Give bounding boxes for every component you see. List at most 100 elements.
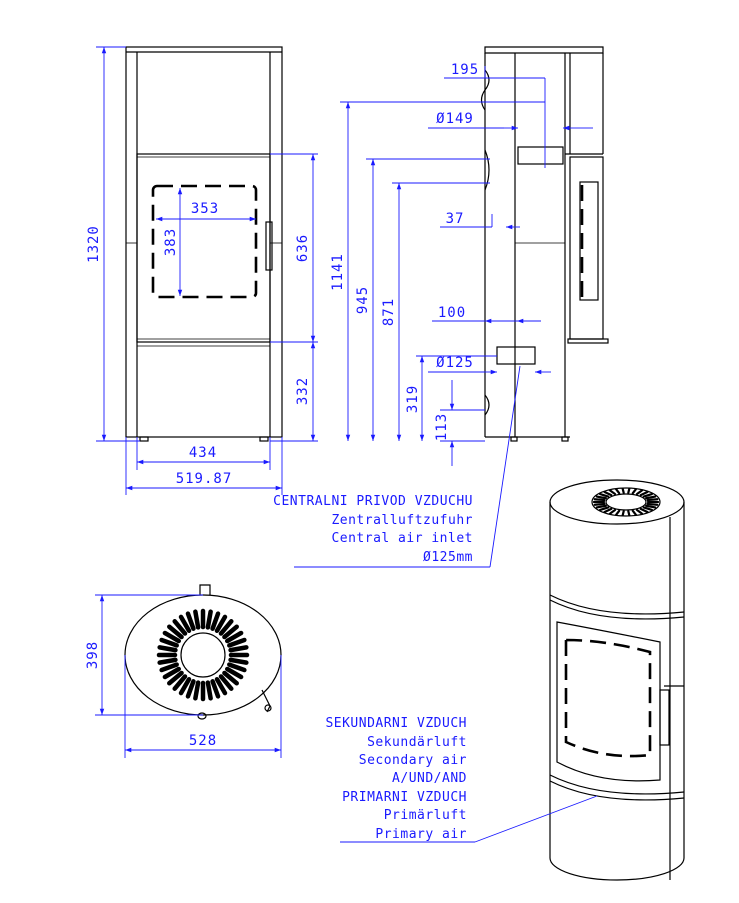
vent-slot [593,502,606,506]
dim-door-height: 636 [295,234,311,262]
air-note-line-7: Primary air [375,827,467,842]
dim-top-depth: 398 [85,641,101,669]
dim-bottom-height: 332 [295,377,311,405]
vent-slot [224,630,244,644]
vent-slot [627,487,631,494]
vent-slot [222,624,239,640]
vent-slot [162,666,182,680]
vent-slot [185,611,196,631]
air-note-line-5: PRIMARNI VZDUCH [342,790,467,805]
dim-window-width: 353 [191,201,219,217]
vent-slot [222,670,239,686]
air-note-line-2: Sekundärluft [367,735,467,750]
vent-slot [593,498,606,502]
air-note-line-6: Primärluft [384,808,467,823]
front-view: 1320 353 383 636 332 434 519.87 [86,46,318,495]
top-vent-slots [592,487,660,517]
perspective-view [549,479,685,881]
vent-slot [178,676,192,696]
air-note-line-4: A/UND/AND [392,771,467,786]
persp-door-handle [659,689,670,746]
dim-outlet-height: 1141 [330,253,346,291]
vent-slot [224,666,244,680]
dim-top-width: 528 [189,733,217,749]
dim-height-total: 1320 [86,225,102,263]
dim-depth-37: 37 [446,211,465,227]
vent-slot [185,679,196,699]
vent-slot [642,493,653,498]
vent-slot [167,670,184,686]
vent-slot [167,624,184,640]
air-supply-note: SEKUNDARNI VZDUCH Sekundärluft Secondary… [325,716,598,843]
vent-slot [595,495,608,500]
vent-slots [156,608,250,702]
air-note-line-1: SEKUNDARNI VZDUCH [325,716,467,731]
vent-slot [227,662,247,673]
dim-window-height: 383 [163,228,179,256]
vent-slot [178,614,192,634]
vent-slot [214,614,228,634]
vent-slot [603,490,613,497]
vent-slot [159,662,179,673]
vent-slot [595,504,608,509]
air-note-line-3: Secondary air [359,753,467,768]
dim-outlet-offset: 195 [451,62,479,78]
vent-slot [615,509,621,516]
dim-outer-width: 519.87 [176,471,233,487]
vent-slot [599,506,610,511]
note-line-1: CENTRALNI PRIVOD VZDUCHU [273,494,473,509]
window-outline [151,184,258,299]
vent-slot [621,487,625,494]
dim-height-871: 871 [381,298,397,326]
vent-slot [205,609,213,630]
vent-slot [631,488,637,495]
vent-slot [646,502,659,506]
vent-slot [603,507,613,514]
vent-slot [608,508,617,515]
vent-slot [157,657,178,665]
vent-slot [193,680,201,701]
vent-slot [157,645,178,653]
side-view: 195 Ø149 1141 945 871 37 100 Ø125 319 [330,46,609,466]
dim-inner-width: 434 [189,445,217,461]
vent-slot [159,637,179,648]
vent-slot [608,489,617,496]
central-air-note: CENTRALNI PRIVOD VZDUCHU Zentralluftzufu… [273,365,521,568]
dim-inlet-base: 113 [434,413,450,441]
vent-slot [214,676,228,696]
vent-slot [644,504,657,509]
vent-slot [635,508,644,515]
vent-slot [615,488,621,495]
vent-slot [635,489,644,496]
vent-slot [218,619,234,636]
vent-slot [642,506,653,511]
dim-outlet-diameter: Ø149 [436,111,474,127]
vent-slot [621,510,625,517]
vent-slot [627,510,631,517]
vent-slot [162,630,182,644]
dim-inlet-diameter: Ø125 [436,355,474,371]
vent-slot [644,495,657,500]
vent-slot [228,645,249,653]
vent-slot [631,509,637,516]
note-line-3: Central air inlet [331,531,473,546]
air-inlet [496,346,536,365]
vent-slot [172,619,188,636]
vent-slot [205,680,213,701]
dim-depth-100: 100 [438,305,466,321]
vent-slot [639,490,649,497]
vent-slot [210,679,221,699]
door-handle [265,221,273,271]
vent-slot [228,657,249,665]
vent-slot [210,611,221,631]
flue-outlet [517,146,564,165]
dim-height-945: 945 [355,286,371,314]
note-line-4: Ø125mm [423,550,473,565]
vent-slot [646,498,659,502]
vent-slot [639,507,649,514]
dim-inlet-height: 319 [405,385,421,413]
vent-slot [193,609,201,630]
vent-slot [218,674,234,691]
vent-slot [172,674,188,691]
